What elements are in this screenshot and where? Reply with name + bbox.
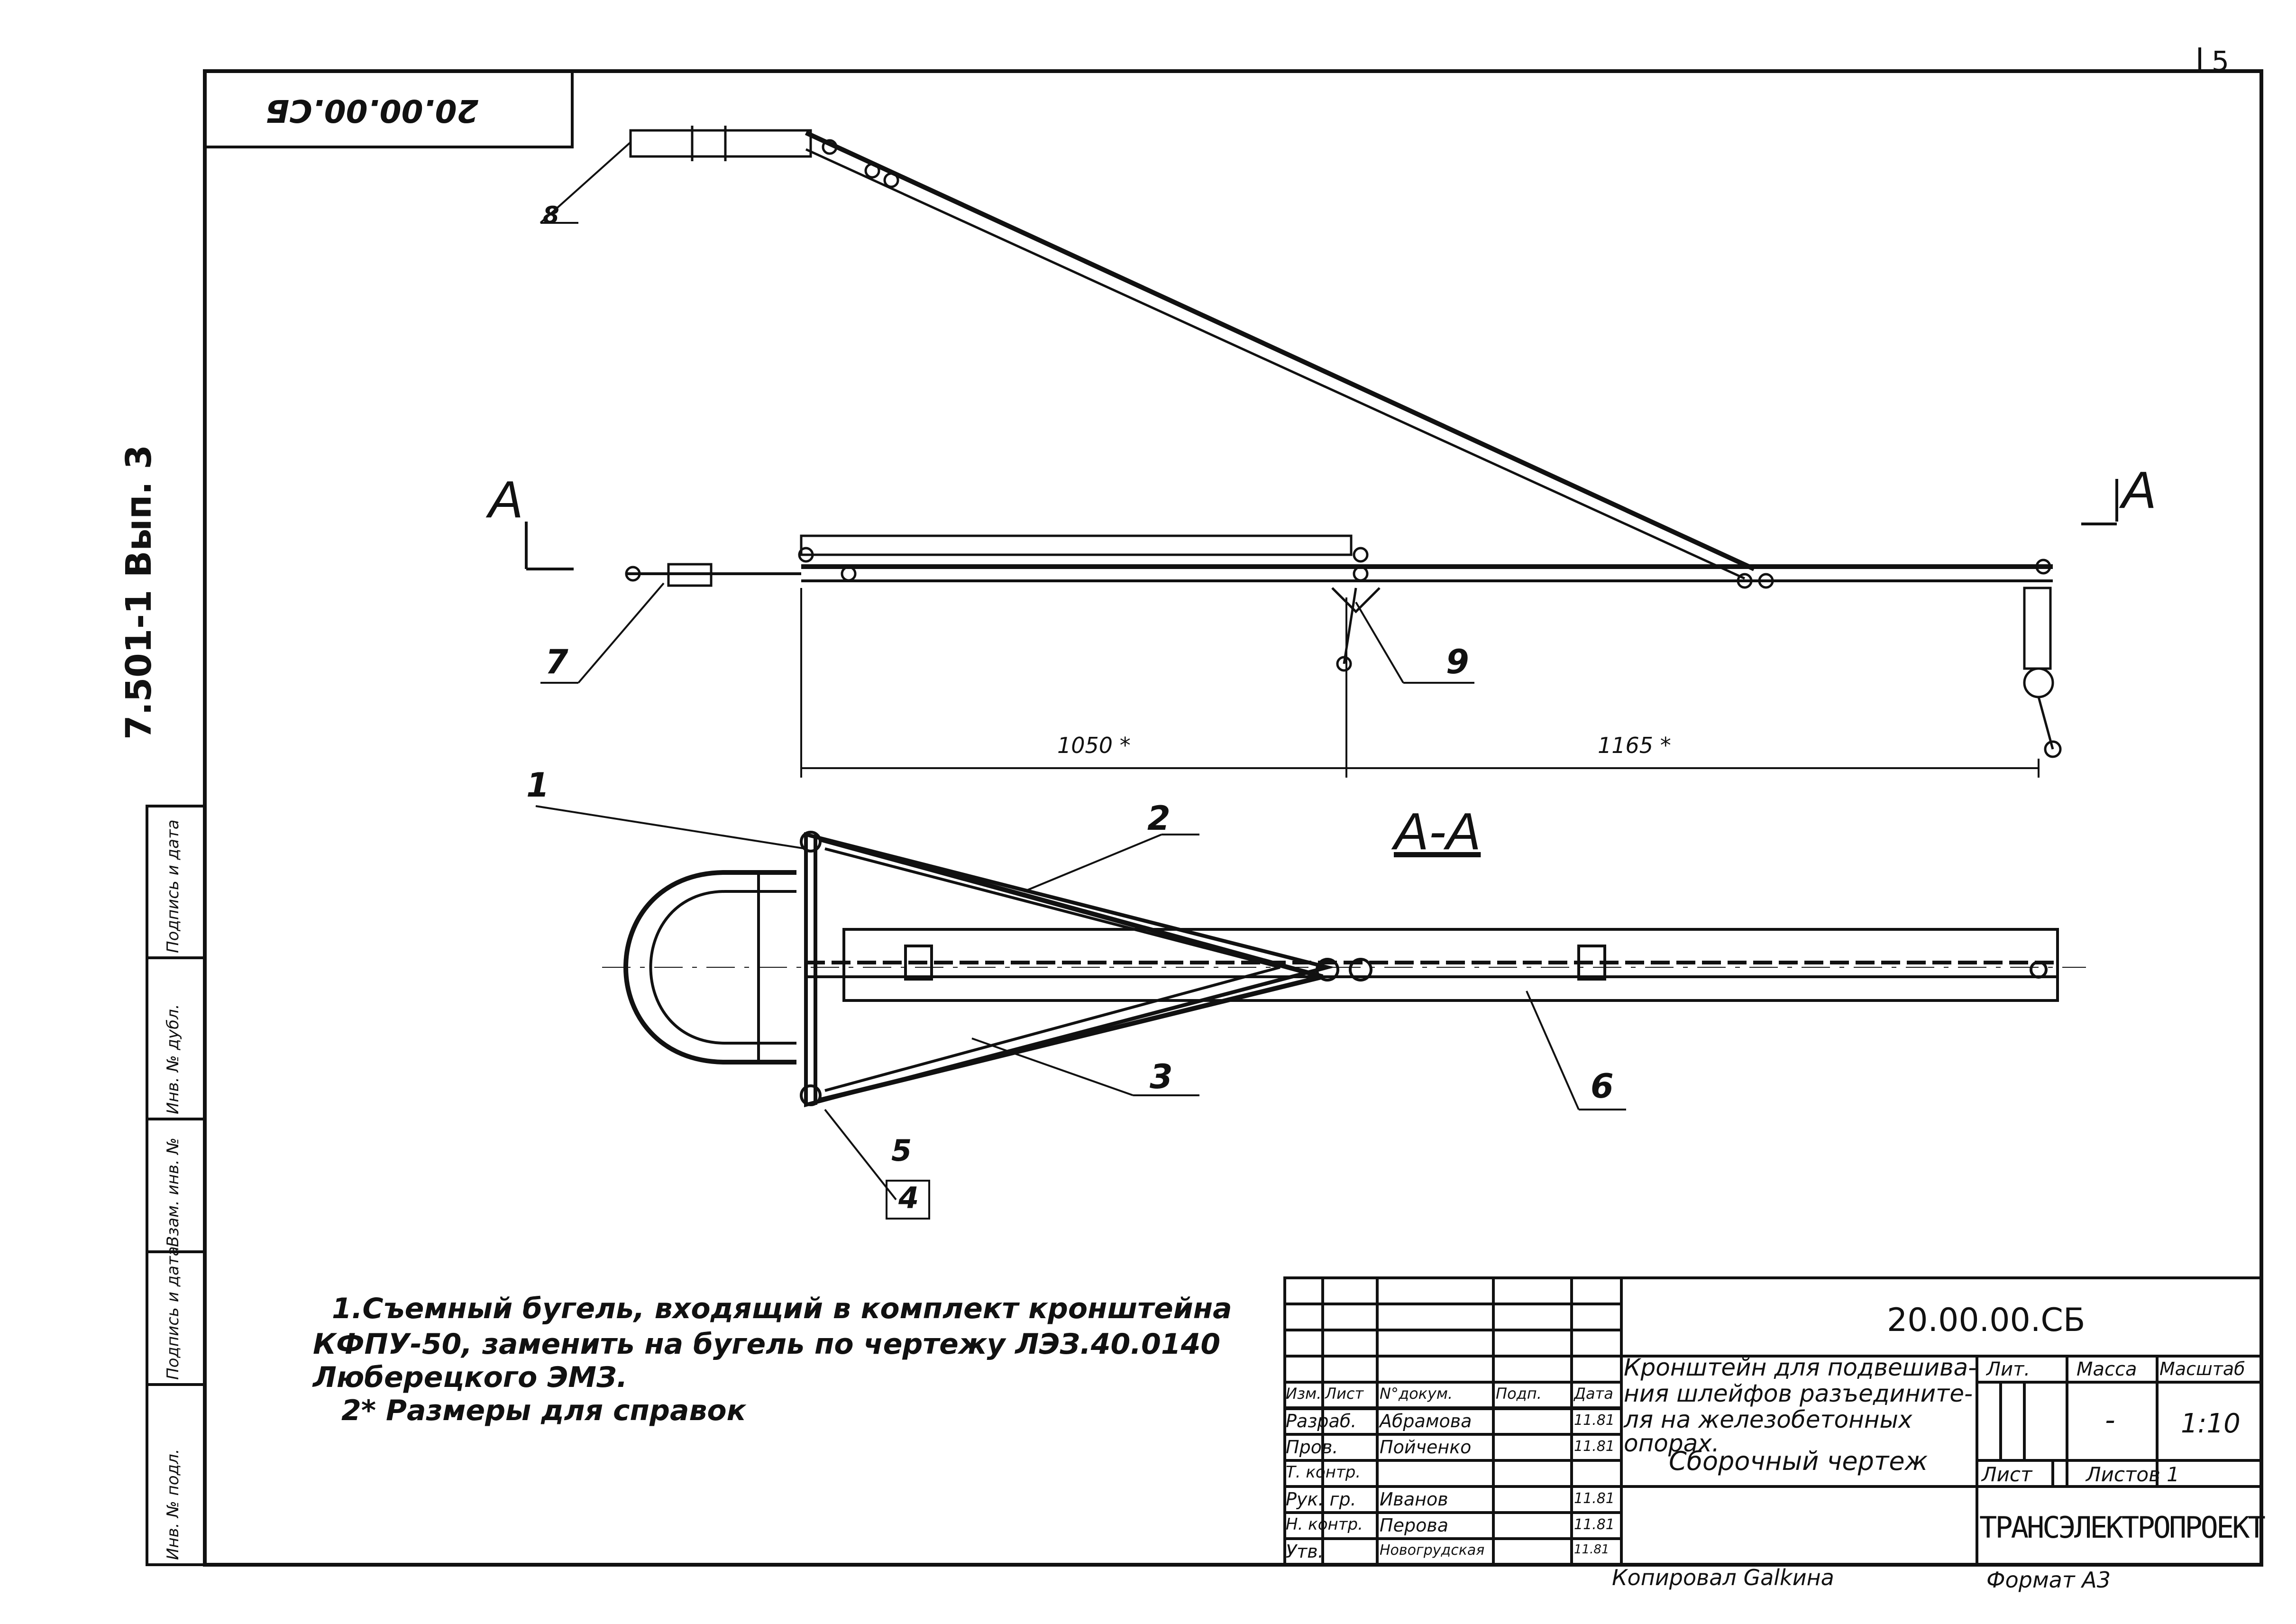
scale-value: 1:10 [2181,1408,2241,1439]
top-view [625,126,2062,758]
sheet-number: 5 [2212,45,2229,77]
margin-cell-sign-date-2: Подпись и дата [164,819,183,953]
row-name-0: Абрамова [1380,1411,1472,1431]
row-date-0: 11.81 [1574,1412,1615,1429]
row-role-2: Т. контр. [1286,1463,1361,1482]
row-name-3: Иванов [1380,1489,1448,1510]
callout-1: 1 [526,766,549,805]
dimension-line [800,588,2040,778]
row-date-4: 11.81 [1574,1516,1615,1533]
row-name-1: Пойченко [1380,1437,1472,1458]
sheet-label: Лист [1982,1463,2032,1486]
callout-5: 5 [891,1133,912,1168]
note-line-4: 2* Размеры для справок [341,1394,746,1427]
series-label: 7.501-1 Вып. 3 [119,445,159,740]
row-role-0: Разраб. [1286,1411,1357,1431]
row-role-3: Рук. гр. [1286,1489,1356,1510]
row-date-3: 11.81 [1574,1490,1615,1507]
footer-format: Формат А3 [1986,1567,2111,1593]
callout-7: 7 [545,642,568,681]
mass-label: Масса [2076,1358,2137,1380]
callout-2: 2 [1147,799,1171,838]
header-izm: Изм. [1286,1385,1322,1403]
margin-cell-inv-podl: Инв. № подл. [164,1449,183,1560]
title-line-4: опорах. [1624,1430,1720,1457]
stamp-box [203,70,574,148]
note-line-3: Люберецкого ЭМЗ. [313,1361,628,1394]
row-role-4: Н. контр. [1286,1515,1363,1534]
header-list: Лист [1325,1385,1364,1403]
dimension-left: 1050 * [1057,733,1131,758]
callout-6: 6 [1591,1067,1614,1106]
section-marker-right: A [2122,461,2157,519]
title-line-1: Кронштейн для подвешива- [1624,1354,1977,1381]
margin-strip [146,805,206,1566]
section-view [602,831,2086,1108]
section-title: A-A [1394,802,1481,861]
stamp-code: 20.00.00.CБ [265,92,479,129]
scale-label: Масштаб [2159,1358,2245,1379]
mass-value: - [2105,1404,2115,1437]
title-line-2: ния шлейфов разъедините- [1624,1380,1973,1407]
callout-leaders [535,141,1626,1220]
row-name-5: Новогрудская [1380,1542,1485,1559]
row-date-1: 11.81 [1574,1438,1615,1455]
section-markers [525,479,2118,570]
callout-3: 3 [1150,1057,1173,1096]
callout-9: 9 [1446,642,1469,681]
header-data: Дата [1574,1385,1613,1403]
callout-4: 4 [898,1181,919,1215]
title-block [1283,1276,2263,1566]
row-date-5: 11.81 [1574,1542,1610,1557]
note-line-2: КФПУ-50, заменить на бугель по чертежу Л… [313,1328,1221,1361]
dimension-right: 1165 * [1598,733,1671,758]
margin-cell-vzam-inv: Взам. инв. № [164,1138,183,1247]
margin-cell-sign-date-1: Подпись и дата [164,1246,183,1380]
section-marker-left: A [488,470,523,529]
margin-cell-inv-dubl: Инв. № дубл. [164,1004,183,1114]
sheets-label: Листов 1 [2086,1463,2179,1486]
header-ndoc: N°докум. [1380,1385,1453,1403]
organization-name: ТРАНСЭЛЕКТРОПРОЕКТ [1979,1510,2266,1545]
title-line-3: ля на железобетонных [1624,1406,1912,1433]
row-role-5: Утв. [1286,1541,1324,1562]
title-doc-code: 20.00.00.CБ [1887,1302,2086,1339]
note-line-1: 1.Съемный бугель, входящий в комплект кр… [332,1292,1232,1325]
header-podp: Подп. [1496,1385,1542,1403]
row-role-1: Пров. [1286,1437,1338,1458]
row-name-4: Перова [1380,1515,1449,1536]
lit-label: Лит. [1986,1358,2031,1380]
callout-8: 8 [543,202,559,229]
title-subtitle: Сборочный чертеж [1669,1446,1928,1476]
footer-copied: Копировал Galkина [1612,1565,1834,1590]
